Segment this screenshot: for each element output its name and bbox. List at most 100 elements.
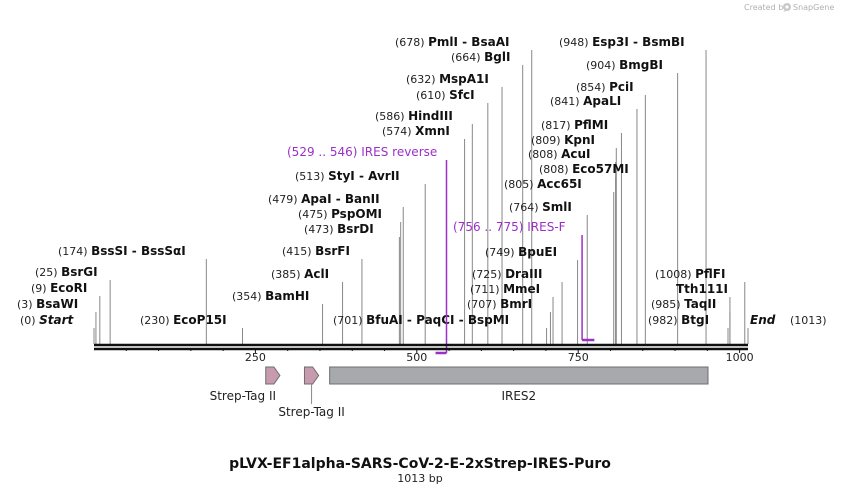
site-label: (230) EcoP15I	[140, 313, 227, 327]
site-position: (513)	[295, 170, 325, 183]
site-label: (985) TaqII	[651, 297, 716, 311]
site-position: (701)	[333, 314, 363, 327]
site-name: BsrFI	[315, 244, 350, 258]
site-position: (808)	[528, 148, 558, 161]
restriction-site: End (1013)	[750, 313, 827, 327]
site-position: (982)	[648, 314, 678, 327]
site-name: AclI	[304, 267, 329, 281]
site-label: (385) AclI	[271, 267, 329, 281]
map-length: 1013 bp	[397, 472, 442, 485]
site-name: BfuAI - PaqCI - BspMI	[366, 313, 509, 327]
feature-label: Strep-Tag II	[210, 389, 276, 403]
site-label: (610) SfcI	[416, 88, 475, 102]
site-name: EcoP15I	[173, 313, 227, 327]
site-label: (0) Start	[20, 313, 74, 327]
site-name: Esp3I - BsmBI	[592, 35, 684, 49]
site-position: (3)	[17, 298, 33, 311]
site-name: Start	[39, 313, 74, 327]
site-label: (475) PspOMI	[298, 207, 382, 221]
site-position: (354)	[232, 290, 262, 303]
site-label: (574) XmnI	[382, 124, 450, 138]
restriction-site: (513) StyI - AvrII	[295, 169, 400, 183]
site-position: (948)	[559, 36, 589, 49]
restriction-site: (808) AcuI	[528, 147, 591, 161]
site-label: (479) ApaI - BanII	[268, 192, 380, 206]
restriction-site: (841) ApaLI	[550, 94, 621, 108]
primer: (756 .. 775) IRES-F	[453, 220, 595, 342]
site-name: Acc65I	[537, 177, 582, 191]
restriction-site: (701) BfuAI - PaqCI - BspMI	[333, 313, 509, 327]
site-position: (764)	[509, 201, 539, 214]
primer-name: IRES reverse	[361, 145, 437, 159]
site-label: (3) BsaWI	[17, 297, 78, 311]
site-name: End	[750, 313, 776, 327]
site-name: BsaWI	[36, 297, 78, 311]
dna-backbone	[94, 343, 748, 351]
site-lines	[93, 50, 749, 344]
site-position: (25)	[35, 266, 58, 279]
primer: (529 .. 546) IRES reverse	[287, 145, 448, 355]
site-label: (632) MspA1I	[406, 72, 489, 86]
site-position: (749)	[485, 246, 515, 259]
ruler-tick-label: 750	[568, 351, 589, 364]
site-position: (664)	[451, 51, 481, 64]
restriction-site: (678) PmlI - BsaAI	[395, 35, 509, 49]
site-name: KpnI	[564, 133, 595, 147]
site-position: (479)	[268, 193, 298, 206]
ruler-tick-label: 1000	[726, 351, 754, 364]
feature-arrow	[265, 366, 281, 385]
created-by-text: Created by	[744, 3, 788, 12]
restriction-site: (764) SmlI	[509, 200, 572, 214]
feature: IRES2	[329, 366, 709, 403]
restriction-site: (415) BsrFI	[282, 244, 350, 258]
site-name: PspOMI	[331, 207, 382, 221]
site-position: (586)	[375, 110, 405, 123]
site-name: AcuI	[561, 147, 590, 161]
ruler-tick-label: 250	[245, 351, 266, 364]
site-position: (805)	[504, 178, 534, 191]
feature: Strep-Tag II	[210, 366, 281, 403]
site-position: (711)	[470, 283, 500, 296]
site-position: (632)	[406, 73, 436, 86]
site-name: PciI	[609, 80, 634, 94]
site-label: (854) PciI	[576, 80, 634, 94]
restriction-site: (574) XmnI	[382, 124, 450, 138]
site-label: (701) BfuAI - PaqCI - BspMI	[333, 313, 509, 327]
site-label: (664) BglI	[451, 50, 510, 64]
site-label: (982) BtgI	[648, 313, 709, 327]
site-label: End	[750, 313, 776, 327]
site-position: (230)	[140, 314, 170, 327]
site-label: (9) EcoRI	[31, 281, 87, 295]
restriction-site: (473) BsrDI	[304, 222, 374, 236]
restriction-site: (985) TaqII	[651, 297, 716, 311]
site-label: (841) ApaLI	[550, 94, 621, 108]
site-name: Eco57MI	[572, 162, 629, 176]
site-name: ApaI - BanII	[301, 192, 380, 206]
feature-shape	[329, 366, 709, 385]
primer-label: (529 .. 546) IRES reverse	[287, 145, 437, 159]
feature-label: Strep-Tag II	[278, 405, 344, 419]
site-label: (678) PmlI - BsaAI	[395, 35, 509, 49]
restriction-site: (0) Start	[20, 313, 74, 327]
primer-range: (529 .. 546)	[287, 145, 357, 159]
restriction-site: (707) BmrI	[467, 297, 532, 311]
site-position: (707)	[467, 298, 497, 311]
site-label: (415) BsrFI	[282, 244, 350, 258]
restriction-site: (632) MspA1I	[406, 72, 489, 86]
site-position: (0)	[20, 314, 36, 327]
site-label: (25) BsrGI	[35, 265, 98, 279]
restriction-site: (664) BglI	[451, 50, 510, 64]
restriction-site: Tth111I	[676, 282, 728, 296]
site-name: DraIII	[505, 267, 542, 281]
site-label: (513) StyI - AvrII	[295, 169, 400, 183]
site-label: (707) BmrI	[467, 297, 532, 311]
site-position: (1008)	[655, 268, 692, 281]
site-name: BsrGI	[61, 265, 98, 279]
primer-name: IRES-F	[527, 220, 565, 234]
site-labels: (0) Start (3) BsaWI (9) EcoRI (25) BsrGI (17…	[17, 35, 827, 327]
end-position: (1013)	[790, 314, 827, 327]
restriction-site: (174) BssSI - BssSαI	[58, 244, 186, 258]
restriction-site: (479) ApaI - BanII	[268, 192, 380, 206]
